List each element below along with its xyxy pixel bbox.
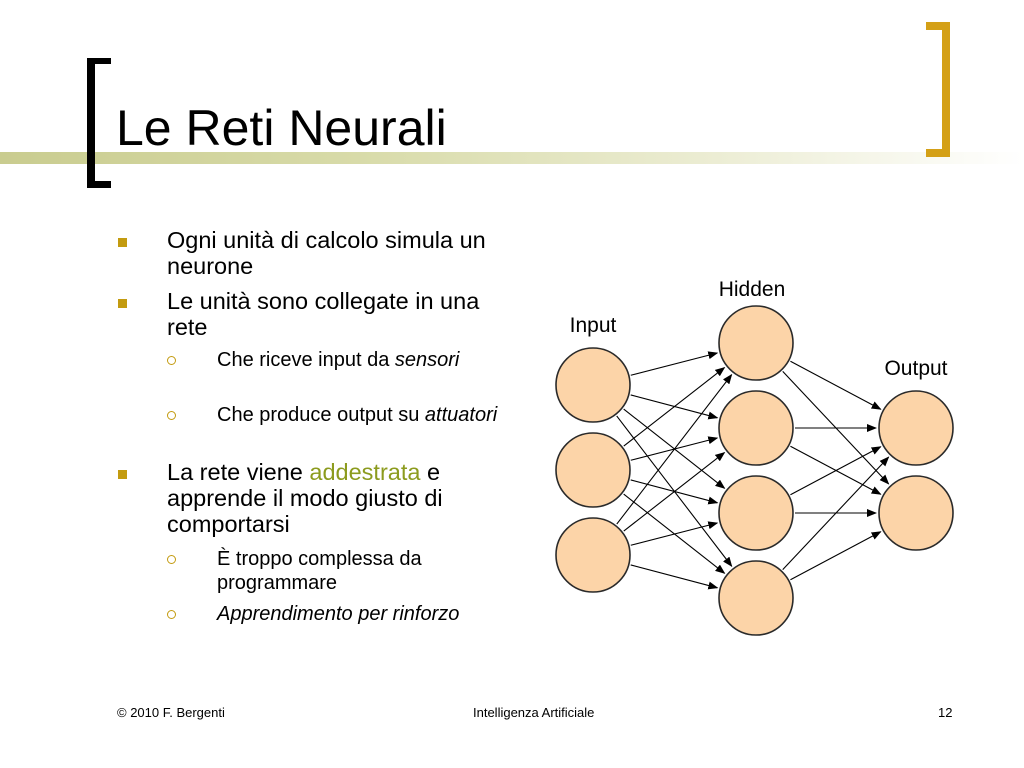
connection-arrow — [790, 446, 882, 496]
bullet-text: e apprende il modo giusto di comportarsi — [167, 459, 443, 537]
hidden-layer-label: Hidden — [719, 278, 786, 301]
hidden-neuron — [718, 390, 794, 466]
output-layer-label: Output — [884, 357, 947, 380]
connection-arrow — [616, 373, 733, 525]
connection-arrow — [790, 531, 882, 581]
output-neuron — [878, 390, 954, 466]
neural-network-diagram: Input Hidden Output — [555, 278, 954, 636]
connection-arrow — [623, 366, 726, 447]
connection-arrow — [782, 456, 890, 570]
connection-arrow — [630, 521, 719, 546]
connection-arrow — [630, 564, 719, 590]
bullet-item-2: Le unità sono collegate in una rete — [167, 288, 480, 340]
sub-bullet-marker — [167, 411, 176, 420]
connection-arrow — [623, 451, 726, 532]
input-layer-label: Input — [570, 314, 617, 337]
neuron-nodes — [555, 305, 954, 636]
sub-bullet-emphasis: sensori — [394, 349, 460, 371]
sub-bullet-text: Che riceve input da — [217, 349, 395, 371]
bullet-marker — [118, 470, 127, 479]
connection-edges — [616, 351, 890, 590]
sub-bullet-3-2: Apprendimento per rinforzo — [217, 603, 460, 625]
input-neuron — [555, 432, 631, 508]
sub-bullet-marker — [167, 555, 176, 564]
sub-bullet-2-1: Che riceve input da sensori — [217, 348, 517, 372]
bullet-marker — [118, 299, 127, 308]
bullet-marker — [118, 238, 127, 247]
sub-bullet-marker — [167, 356, 176, 365]
sub-bullet-text: Che produce output su — [217, 404, 425, 426]
sub-bullet-emphasis: attuatori — [424, 404, 498, 426]
footer-copyright: © 2010 F. Bergenti — [117, 705, 225, 720]
footer-course-name: Intelligenza Artificiale — [473, 705, 595, 720]
sub-bullet-2-2: Che produce output su attuatori — [217, 403, 517, 427]
sub-bullet-3-1: È troppo complessa da programmare — [217, 548, 422, 594]
sub-bullet-marker — [167, 610, 176, 619]
footer-page-number: 12 — [938, 705, 953, 720]
bullet-item-3: La rete viene addestrata e apprende il m… — [167, 459, 522, 537]
connection-arrow — [630, 351, 719, 376]
output-neuron — [878, 475, 954, 551]
right-bracket-decoration — [926, 22, 950, 157]
bullet-text: La rete viene — [167, 459, 310, 485]
hidden-neuron — [718, 475, 794, 551]
highlighted-term: addestrata — [309, 459, 421, 485]
connection-arrow — [790, 360, 882, 410]
bullet-item-1: Ogni unità di calcolo simula un neurone — [167, 227, 486, 279]
input-neuron — [555, 347, 631, 423]
hidden-neuron — [718, 305, 794, 381]
hidden-neuron — [718, 560, 794, 636]
input-neuron — [555, 517, 631, 593]
title-underline-band — [0, 152, 1024, 164]
left-bracket-decoration — [87, 58, 111, 188]
slide-title: Le Reti Neurali — [116, 100, 447, 156]
